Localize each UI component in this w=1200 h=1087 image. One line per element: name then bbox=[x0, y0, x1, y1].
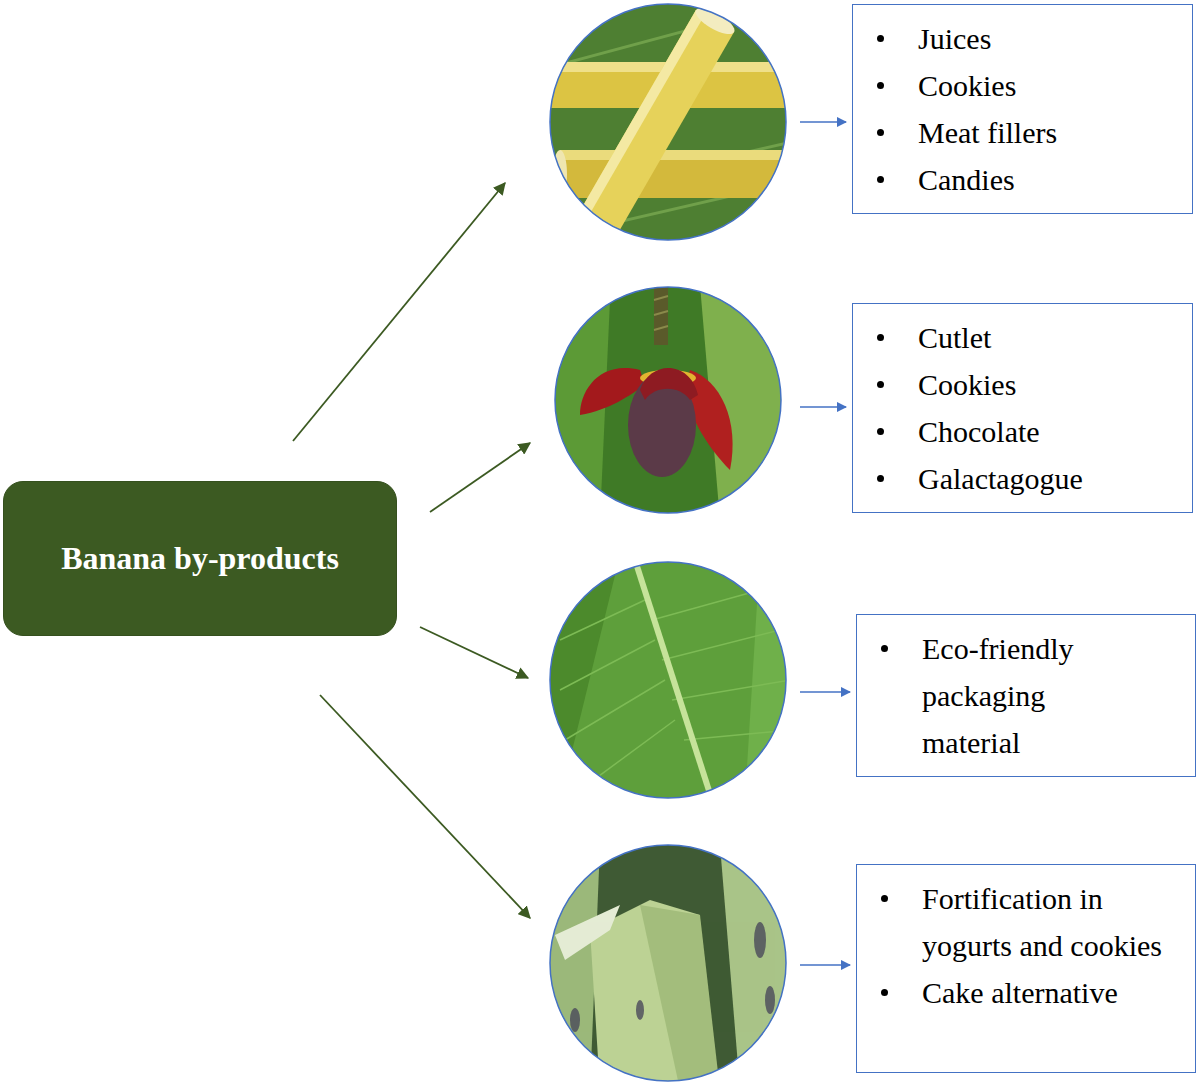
bullet-dot bbox=[881, 989, 888, 996]
bullet-dot bbox=[877, 381, 884, 388]
bullet-dot bbox=[877, 475, 884, 482]
list-item: Cookies bbox=[853, 62, 1178, 109]
list-item: Chocolate bbox=[853, 408, 1178, 455]
product-text: Fortification in yogurts and cookies bbox=[922, 882, 1162, 962]
stem-photo bbox=[540, 0, 800, 250]
product-text: Meat fillers bbox=[918, 116, 1057, 149]
leader-arrow bbox=[800, 122, 850, 965]
product-text: Cutlet bbox=[918, 321, 991, 354]
product-text: Cookies bbox=[918, 368, 1016, 401]
list-item: Juices bbox=[853, 15, 1178, 62]
list-item: Cutlet bbox=[853, 314, 1178, 361]
root-label: Banana by-products bbox=[61, 539, 339, 577]
product-text: Candies bbox=[918, 163, 1015, 196]
product-text: Chocolate bbox=[918, 415, 1040, 448]
leaf-photo bbox=[540, 555, 800, 805]
product-list-box: Eco-friendly packaging material bbox=[856, 614, 1196, 777]
flower-photo bbox=[550, 280, 790, 520]
sheath-photo bbox=[540, 840, 800, 1087]
bullet-dot bbox=[877, 129, 884, 136]
list-item: Cake alternative bbox=[857, 969, 1167, 1016]
bullet-dot bbox=[877, 82, 884, 89]
product-list-box: JuicesCookiesMeat fillersCandies bbox=[852, 4, 1193, 214]
list-item: Galactagogue bbox=[853, 455, 1178, 502]
product-text: Galactagogue bbox=[918, 462, 1083, 495]
product-list-box: Fortification in yogurts and cookiesCake… bbox=[856, 864, 1196, 1073]
bullet-dot bbox=[877, 35, 884, 42]
list-item: Eco-friendly packaging material bbox=[857, 625, 1127, 766]
bullet-dot bbox=[877, 176, 884, 183]
list-item: Cookies bbox=[853, 361, 1178, 408]
bullet-dot bbox=[877, 428, 884, 435]
product-text: Cake alternative bbox=[922, 976, 1118, 1009]
root-box: Banana by-products bbox=[3, 481, 397, 636]
list-item: Fortification in yogurts and cookies bbox=[857, 875, 1167, 969]
list-item: Candies bbox=[853, 156, 1178, 203]
list-item: Meat fillers bbox=[853, 109, 1178, 156]
bullet-dot bbox=[877, 334, 884, 341]
product-text: Eco-friendly packaging material bbox=[922, 632, 1074, 759]
product-text: Cookies bbox=[918, 69, 1016, 102]
product-list-box: CutletCookiesChocolateGalactagogue bbox=[852, 303, 1193, 513]
bullet-dot bbox=[881, 895, 888, 902]
bullet-dot bbox=[881, 645, 888, 652]
product-text: Juices bbox=[918, 22, 991, 55]
